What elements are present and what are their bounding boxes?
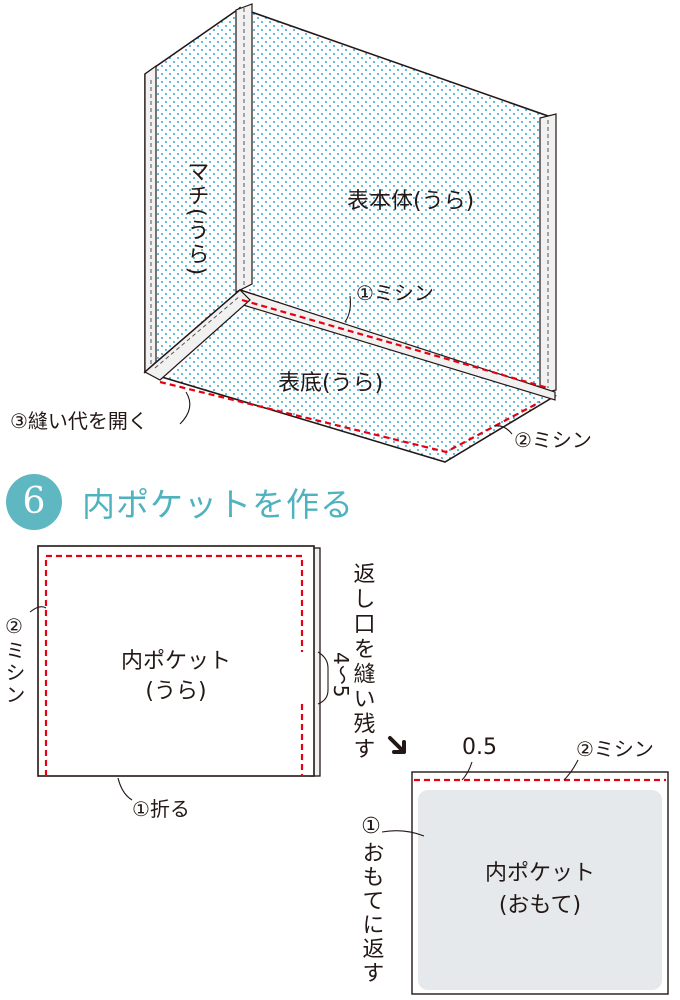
turn-label: ①おもてに返す xyxy=(359,814,385,985)
bottom-label: 表底(うら) xyxy=(278,371,383,396)
pocket-front-title: 内ポケット xyxy=(485,861,595,886)
leader-stitch1 xyxy=(344,295,351,323)
pocket-back-title: 内ポケット xyxy=(121,649,231,674)
pocket-front-side: (おもて) xyxy=(499,893,581,918)
pocket-back xyxy=(29,545,329,801)
leader-back-stitch xyxy=(29,606,47,613)
pocket-back-side: (うら) xyxy=(145,679,206,704)
opening-bracket xyxy=(317,651,329,705)
pocket-back-sheet xyxy=(37,545,315,777)
section-number-badge: 6 xyxy=(6,474,62,530)
leader-turn xyxy=(381,830,425,837)
stitch-line-1 xyxy=(241,298,549,390)
bag-assembly xyxy=(143,3,557,463)
leader-stitch2 xyxy=(493,425,513,435)
leader-open-seam xyxy=(179,391,191,425)
arrow-icon xyxy=(388,736,406,754)
leader-fold xyxy=(117,777,133,801)
open-seam-allowance xyxy=(143,289,251,381)
stitch2-label: ②ミシン xyxy=(514,428,592,452)
margin-value: 0.5 xyxy=(462,735,497,760)
pocket-front-stitch-label: ②ミシン xyxy=(576,737,654,761)
section-title: 内ポケットを作る xyxy=(82,485,354,524)
gusset-label: マチ(うら) xyxy=(184,160,209,277)
pocket-front xyxy=(381,759,669,995)
open-seam-label: ③縫い代を開く xyxy=(10,409,148,433)
pocket-back-stitch-label: ②ミシン xyxy=(2,614,26,706)
fold-label: ①折る xyxy=(132,797,190,821)
leader-front-stitch xyxy=(563,759,579,781)
open-seam-line xyxy=(154,295,241,369)
leader-margin xyxy=(461,761,473,781)
pocket-front-sheet xyxy=(418,790,662,990)
opening-size: 4〜5 xyxy=(329,652,353,697)
opening-label: 返し口を縫い残す xyxy=(350,562,376,762)
pocket-back-stitch xyxy=(44,554,304,776)
stitch-line-2 xyxy=(159,380,541,454)
stitch1-label: ①ミシン xyxy=(356,281,434,305)
body-label: 表本体(うら) xyxy=(347,189,474,214)
